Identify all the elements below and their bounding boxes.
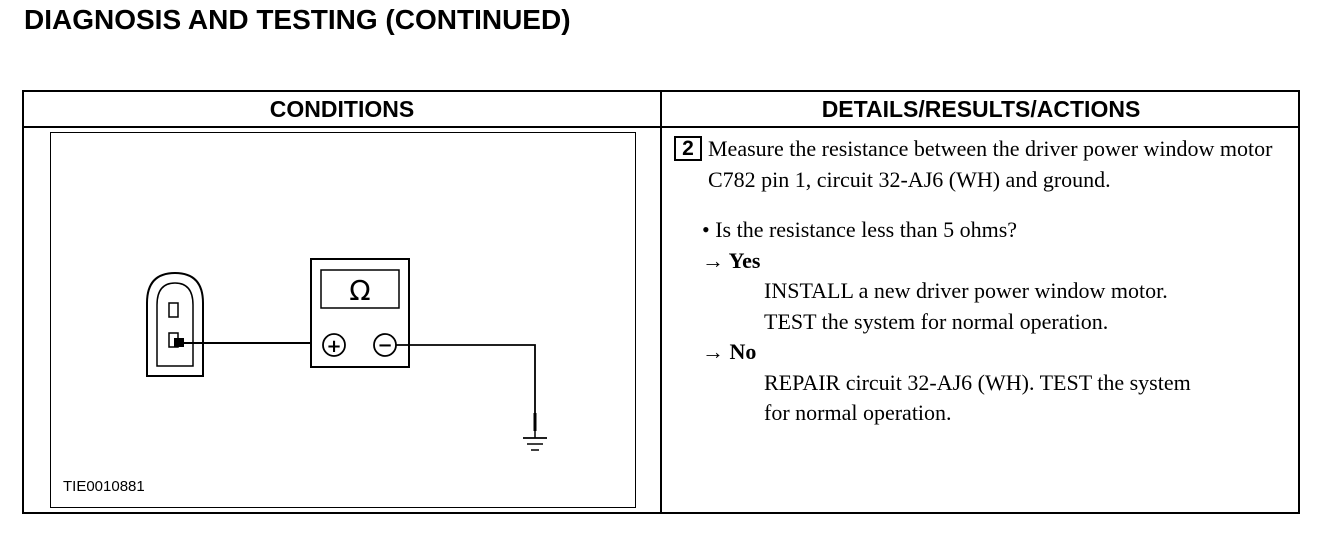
page-title: DIAGNOSIS AND TESTING (CONTINUED) (24, 4, 571, 35)
step-instruction: 2 Measure the resistance between the dri… (674, 134, 1294, 195)
circuit-diagram: Ω + − (146, 258, 547, 451)
instruction-text: Measure the resistance between the drive… (708, 136, 1273, 192)
details-results-actions: 2 Measure the resistance between the dri… (674, 134, 1294, 429)
yes-branch: → Yes INSTALL a new driver power window … (674, 246, 1294, 338)
column-divider (660, 92, 662, 512)
step-number: 2 (674, 136, 702, 161)
diagnosis-table: CONDITIONS DETAILS/RESULTS/ACTIONS Ω (22, 90, 1300, 514)
no-action-1: REPAIR circuit 32-AJ6 (WH). TEST the sys… (764, 369, 1191, 395)
no-action-2: for normal operation. (764, 400, 952, 425)
plus-terminal-label: + (326, 336, 341, 357)
connector-icon (146, 271, 204, 377)
no-branch: → No REPAIR circuit 32-AJ6 (WH). TEST th… (674, 337, 1294, 429)
yes-label: → Yes (702, 247, 761, 273)
conditions-header: CONDITIONS (269, 96, 415, 122)
yes-action-1: INSTALL a new driver power window motor. (764, 278, 1168, 303)
no-label: → No (702, 339, 757, 364)
ground-symbol-icon (523, 431, 547, 451)
question-text: • Is the resistance less than 5 ohms? (702, 217, 1018, 242)
ohmmeter-icon (310, 258, 410, 368)
ohm-symbol: Ω (349, 274, 370, 307)
yes-action-2: TEST the system for normal operation. (764, 308, 1109, 334)
figure-id: TIE0010881 (63, 478, 145, 495)
minus-terminal-label: − (377, 335, 392, 356)
conditions-figure: Ω + − TIE0010881 (50, 132, 636, 508)
details-header: DETAILS/RESULTS/ACTIONS (821, 96, 1141, 122)
